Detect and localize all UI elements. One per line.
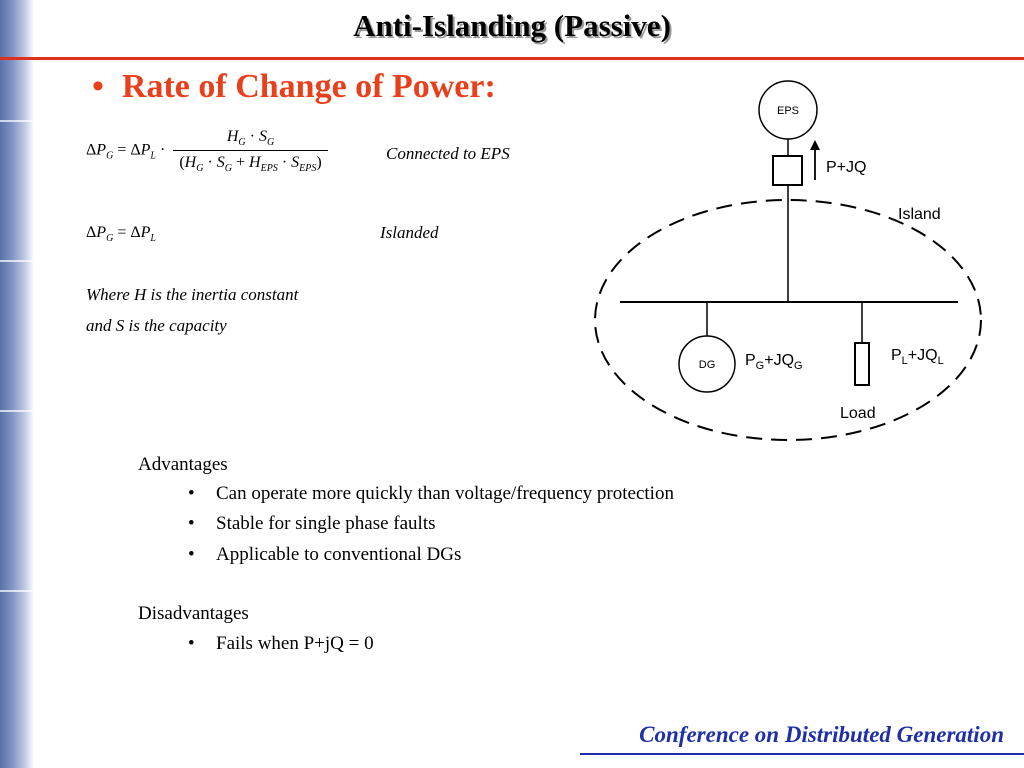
note-inertia: Where H is the inertia constant <box>86 285 299 304</box>
equation-islanded: ΔPG = ΔPL <box>86 224 156 244</box>
breaker-box <box>772 155 803 186</box>
list-item: •Applicable to conventional DGs <box>188 544 462 565</box>
title-divider <box>0 57 1024 60</box>
disadvantages-heading: Disadvantages <box>138 603 249 624</box>
footer-divider <box>580 753 1024 755</box>
load-element <box>854 342 870 386</box>
heading-text: Rate of Change of Power: <box>121 68 496 105</box>
list-item: •Can operate more quickly than voltage/f… <box>188 483 674 504</box>
dg-label: DG <box>699 359 716 371</box>
island-boundary <box>594 199 982 441</box>
bullet-heading: • Rate of Change of Power: <box>92 68 496 106</box>
equation-connected-label: Connected to EPS <box>386 144 510 163</box>
slide-title: Anti-Islanding (Passive) <box>353 8 671 43</box>
decorative-side-band <box>0 0 36 768</box>
bullet-icon: • <box>92 68 104 105</box>
island-label: Island <box>898 206 941 223</box>
dg-power-label: PG+JQG <box>745 352 803 372</box>
list-item: •Fails when P+jQ = 0 <box>188 633 374 654</box>
load-power-label: PL+JQL <box>891 347 944 367</box>
footer-conference: Conference on Distributed Generation <box>639 722 1004 747</box>
equation-connected: ΔPG = ΔPL · HG · SG (HG · SG + HEPS · SE… <box>86 128 332 174</box>
list-item: •Stable for single phase faults <box>188 513 436 534</box>
power-flow-label: P+JQ <box>826 159 866 176</box>
advantages-heading: Advantages <box>138 454 228 475</box>
equation-islanded-label: Islanded <box>380 223 439 242</box>
eps-label: EPS <box>777 105 799 117</box>
dg-node <box>678 335 736 393</box>
load-label: Load <box>840 405 876 422</box>
equation-fraction: HG · SG (HG · SG + HEPS · SEPS) <box>173 128 328 174</box>
note-capacity: and S is the capacity <box>86 316 227 335</box>
